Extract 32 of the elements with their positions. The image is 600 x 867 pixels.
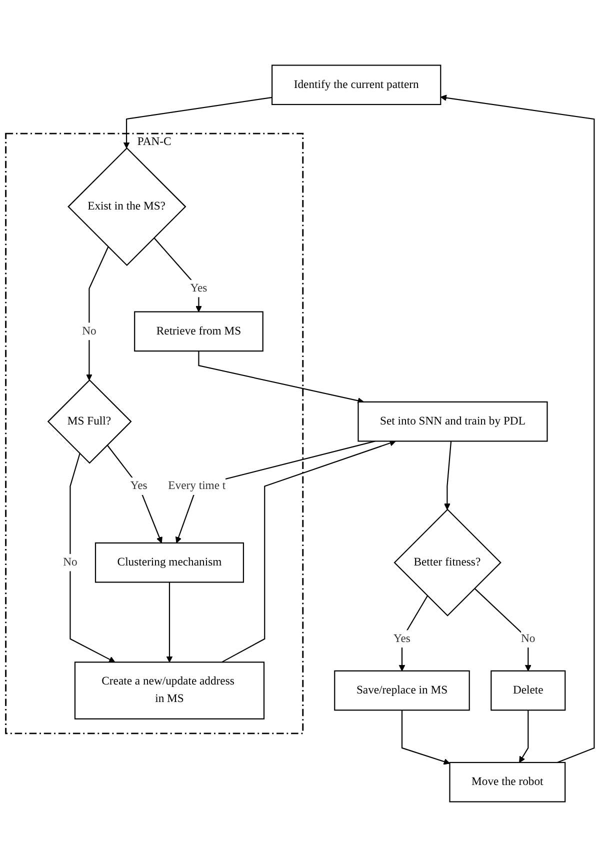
arrow <box>444 441 452 510</box>
node-box: Set into SNN and train by PDL <box>358 401 548 442</box>
node-box: Delete <box>490 670 566 711</box>
arrow <box>166 582 173 662</box>
arrow <box>106 444 162 544</box>
node-box: Save/replace in MS <box>334 670 470 711</box>
edge-label: No <box>521 632 536 645</box>
arrow <box>86 246 109 380</box>
arrow <box>474 588 532 672</box>
edge-label: No <box>63 556 78 568</box>
arrow <box>519 710 529 763</box>
arrow <box>123 96 272 148</box>
edge-label: Yes <box>190 282 208 294</box>
node-box: Retrieve from MS <box>134 311 264 352</box>
node-box: Move the robot <box>449 762 566 802</box>
edge-label: Every time t <box>168 480 226 492</box>
edge-label: Yes <box>394 632 410 645</box>
node-box: Clustering mechanism <box>94 542 244 583</box>
node-diamond: MS Full? <box>47 379 132 464</box>
node-box: Identify the current pattern <box>272 64 442 106</box>
arrow <box>440 94 595 763</box>
node-diamond: Exist in the MS? <box>68 147 186 266</box>
node-diamond: Better fitness? <box>394 508 502 616</box>
arrow <box>198 351 364 404</box>
arrow <box>70 453 116 662</box>
node-box: Create a new/update address in MS <box>74 662 265 720</box>
arrow <box>398 596 428 672</box>
edge-label: Yes <box>130 480 148 492</box>
arrow <box>221 440 396 663</box>
arrow <box>154 237 202 312</box>
edge-label: No <box>82 324 96 338</box>
arrow <box>401 710 450 765</box>
